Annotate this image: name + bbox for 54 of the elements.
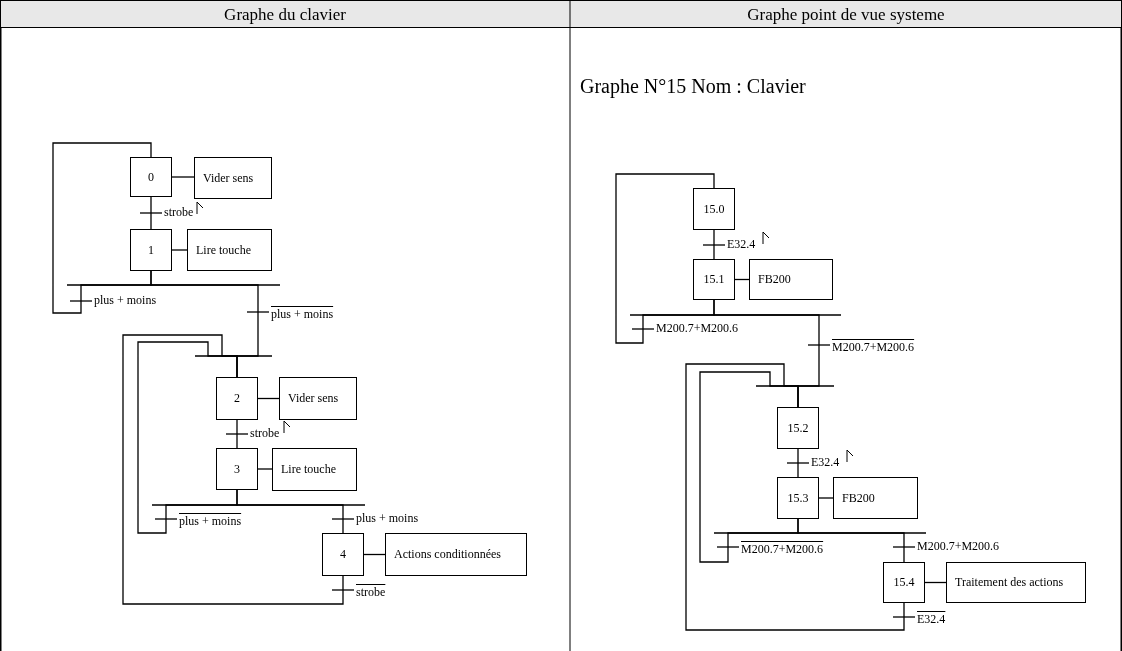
- transition-condition: E32.4: [726, 238, 757, 250]
- graph-title: Graphe N°15 Nom : Clavier: [580, 74, 806, 100]
- action-box: Lire touche: [187, 229, 272, 271]
- transition-condition: E32.4: [916, 613, 947, 625]
- transition-condition: plus + moins: [178, 515, 243, 527]
- grafcet-link: [699, 371, 799, 563]
- transition-condition: plus + moins: [93, 294, 158, 306]
- step-box: 3: [216, 448, 258, 490]
- grafcet-link: [797, 448, 799, 478]
- grafcet-link: [236, 419, 238, 449]
- step-box: 15.4: [883, 562, 925, 603]
- grafcet-link: [257, 397, 280, 400]
- transition-condition: M200.7+M200.6: [831, 341, 916, 353]
- transition-condition: E32.4: [810, 456, 841, 468]
- grafcet-link: [137, 341, 238, 534]
- grafcet-link: [52, 142, 152, 314]
- step-box: 15.3: [777, 477, 819, 519]
- grafcet-link: [150, 196, 152, 230]
- transition-condition: plus + moins: [355, 512, 420, 524]
- action-box: Vider sens: [279, 377, 357, 420]
- grafcet-link: [236, 489, 344, 534]
- column-header: Graphe point de vue systeme: [746, 4, 946, 26]
- grafcet-link: [818, 497, 834, 499]
- action-box: Lire touche: [272, 448, 357, 491]
- grafcet-link: [122, 334, 344, 605]
- grafcet-link: [171, 249, 188, 251]
- step-box: 15.2: [777, 407, 819, 449]
- action-box: FB200: [833, 477, 918, 519]
- grafcet-link: [713, 229, 715, 260]
- step-box: 1: [130, 229, 172, 271]
- step-box: 15.0: [693, 188, 735, 230]
- step-box: 0: [130, 157, 172, 197]
- grafcet-link: [363, 553, 386, 556]
- transition-condition: plus + moins: [270, 308, 335, 320]
- action-box: Traitement des actions: [946, 562, 1086, 603]
- transition-condition: M200.7+M200.6: [655, 322, 740, 334]
- transition-condition: strobe: [249, 427, 281, 439]
- step-box: 4: [322, 533, 364, 576]
- grafcet-link: [615, 173, 715, 344]
- column-header: Graphe du clavier: [223, 4, 347, 26]
- transition-condition: strobe: [355, 586, 387, 598]
- step-box: 2: [216, 377, 258, 420]
- grafcet-link: [685, 363, 905, 631]
- grafcet-link: [924, 581, 947, 584]
- grafcet-link: [171, 176, 195, 178]
- action-box: Vider sens: [194, 157, 272, 199]
- step-box: 15.1: [693, 259, 735, 300]
- action-box: FB200: [749, 259, 833, 300]
- transition-condition: M200.7+M200.6: [916, 540, 1001, 552]
- grafcet-link: [797, 518, 905, 563]
- grafcet-link: [257, 468, 273, 470]
- transition-condition: M200.7+M200.6: [740, 543, 825, 555]
- action-box: Actions conditionnées: [385, 533, 527, 576]
- transition-condition: strobe: [163, 206, 195, 218]
